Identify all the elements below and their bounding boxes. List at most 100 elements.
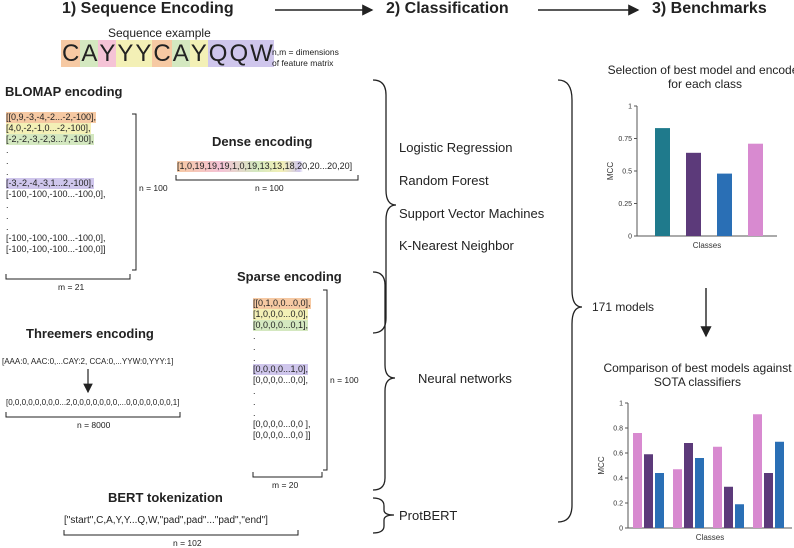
blomap-row: [[0,9,-3,-4,-2...-2,-100],: [6, 112, 97, 123]
sparse-row: [0,0,0,0...0,1],: [253, 320, 309, 331]
blomap-row: [-3,-2,-4,-3,1...2,-100],: [6, 178, 94, 189]
blomap-title: BLOMAP encoding: [5, 84, 123, 99]
sparse-matrix: [[0,1,0,0...0,0],[1,0,0,0...0,0],[0,0,0,…: [253, 298, 311, 441]
sparse-title: Sparse encoding: [237, 269, 342, 284]
y-tick-label: 0: [628, 234, 632, 241]
classifier-svm: Support Vector Machines: [399, 206, 545, 221]
bar: [713, 446, 722, 528]
x-axis-label: Classes: [696, 533, 724, 542]
bar: [655, 128, 670, 236]
blomap-row: [-100,-100,-100...-100,0],: [6, 233, 106, 243]
y-axis-label: MCC: [597, 456, 606, 474]
threemers-n-bracket: [5, 412, 181, 418]
bar: [748, 143, 763, 236]
y-tick-label: 0.5: [622, 169, 632, 176]
blomap-row: [4,0,-2,-1,0...-2,-100],: [6, 123, 91, 134]
blomap-m-label: m = 21: [58, 282, 85, 292]
y-tick-label: 0.8: [613, 426, 623, 433]
dims-note-line2: of feature matrix: [272, 58, 334, 68]
brace-all-models: [557, 79, 583, 523]
sparse-row: [0,0,0,0...0,0 ]]: [253, 430, 311, 440]
bar: [684, 443, 693, 528]
bar: [655, 473, 664, 528]
bert-title: BERT tokenization: [108, 490, 223, 505]
bar: [633, 433, 642, 528]
sparse-row: [[0,1,0,0...0,0],: [253, 298, 311, 309]
dims-note-line1: n,m = dimensions: [272, 47, 339, 57]
bar: [724, 486, 733, 528]
chart1-title: Selection of best model and encoder for …: [607, 63, 794, 91]
dense-n-bracket: [175, 175, 359, 181]
sparse-m-label: m = 20: [272, 480, 299, 490]
classifier-knn: K-Nearest Neighbor: [399, 238, 514, 253]
bert-n-bracket: [63, 530, 299, 536]
y-tick-label: 0.75: [618, 136, 632, 143]
blomap-matrix: [[0,9,-3,-4,-2...-2,-100],[4,0,-2,-1,0..…: [6, 112, 106, 255]
dense-vector: [1,0,19,19,19,1,0,19,13,13,18,20,20...20…: [177, 161, 353, 172]
y-tick-label: 1: [619, 401, 623, 408]
bert-tokens: ["start",C,A,Y,Y...Q,W,"pad",pad"..."pad…: [64, 515, 268, 526]
threemers-vector: [0,0,0,0,0,0,0,0...2,0,0,0,0,0,0,0,...0,…: [6, 398, 180, 407]
bar: [764, 473, 773, 528]
y-axis-label: MCC: [606, 162, 615, 180]
sequence-letter: Q: [228, 40, 250, 67]
blomap-n-label: n = 100: [139, 183, 168, 193]
sparse-row: .: [253, 342, 256, 352]
sparse-row: .: [253, 331, 256, 341]
brace-protbert: [372, 497, 395, 534]
bar: [753, 414, 762, 528]
sparse-row: [0,0,0,0...0,0 ],: [253, 419, 311, 429]
threemers-dict: [AAA:0, AAC:0,...CAY:2, CCA:0,...YYW:0,Y…: [2, 357, 174, 366]
sparse-row: [0,0,0,0...0,0],: [253, 375, 309, 385]
header-sequence-encoding: 1) Sequence Encoding: [62, 0, 234, 17]
sequence-letter: A: [171, 40, 190, 67]
sparse-m-bracket: [252, 472, 323, 478]
bar: [735, 504, 744, 528]
sparse-row: [0,0,0,0...1,0],: [253, 364, 309, 375]
blomap-row: [-100,-100,-100...-100,0]]: [6, 244, 106, 254]
blomap-row: .: [6, 222, 9, 232]
classifier-neural-networks: Neural networks: [418, 371, 512, 386]
sparse-row: .: [253, 397, 256, 407]
sparse-row: .: [253, 386, 256, 396]
bar: [695, 458, 704, 528]
sequence-letters: CAYYYCAYQQW: [61, 40, 274, 68]
sequence-example-label: Sequence example: [108, 26, 211, 40]
sparse-n-bracket: [323, 289, 328, 471]
y-tick-label: 1: [628, 104, 632, 111]
sequence-letter: Y: [189, 40, 208, 67]
y-tick-label: 0.4: [613, 476, 623, 483]
blomap-row: .: [6, 211, 9, 221]
sequence-letter: Y: [116, 40, 135, 67]
sparse-n-label: n = 100: [330, 375, 359, 385]
bar: [644, 454, 653, 528]
sparse-row: .: [253, 353, 256, 363]
threemers-n-label: n = 8000: [77, 420, 111, 430]
bar: [673, 469, 682, 528]
threemers-title: Threemers encoding: [26, 326, 154, 341]
sequence-letter: Y: [98, 40, 117, 67]
brace-neural-networks: [372, 271, 396, 491]
header-classification: 2) Classification: [386, 0, 509, 17]
bar: [775, 441, 784, 528]
classifier-random-forest: Random Forest: [399, 173, 489, 188]
sequence-letter: Y: [134, 40, 153, 67]
y-tick-label: 0: [619, 526, 623, 533]
blomap-row: .: [6, 200, 9, 210]
blomap-row: .: [6, 145, 9, 155]
y-tick-label: 0.25: [618, 201, 632, 208]
sequence-letter: W: [249, 40, 274, 67]
x-axis-label: Classes: [693, 241, 721, 250]
blomap-row: .: [6, 156, 9, 166]
models-count: 171 models: [592, 300, 655, 314]
blomap-row: [-2,-2,-3,-2,3...7,-100],: [6, 134, 94, 145]
y-tick-label: 0.6: [613, 451, 623, 458]
sparse-row: [1,0,0,0...0,0],: [253, 309, 309, 320]
dense-title: Dense encoding: [212, 134, 313, 149]
y-tick-label: 0.2: [613, 501, 623, 508]
header-benchmarks: 3) Benchmarks: [652, 0, 767, 17]
sparse-row: .: [253, 408, 256, 418]
classifier-logistic-regression: Logistic Regression: [399, 140, 513, 155]
